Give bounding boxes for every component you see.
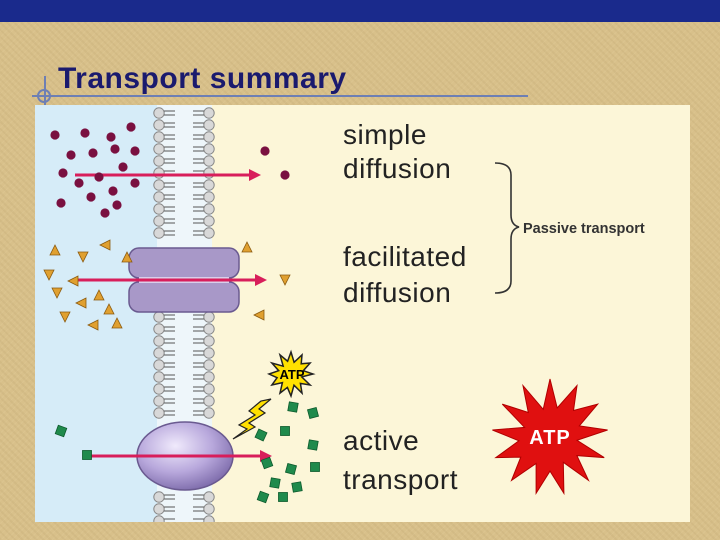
- lipid-head-inner: [204, 204, 214, 214]
- lipid-head-inner: [204, 372, 214, 382]
- molecule-simple: [100, 208, 109, 217]
- lipid-head-outer: [154, 132, 164, 142]
- molecule-active: [285, 463, 296, 474]
- lipid-head-outer: [154, 372, 164, 382]
- molecule-simple: [86, 192, 95, 201]
- lipid-head-outer: [154, 516, 164, 522]
- molecule-simple: [280, 170, 289, 179]
- molecule-simple: [130, 178, 139, 187]
- lipid-head-inner: [204, 168, 214, 178]
- lipid-head-outer: [154, 324, 164, 334]
- lipid-head-outer: [154, 396, 164, 406]
- facilitated-diffusion-label-2: diffusion: [343, 277, 451, 308]
- lipid-head-outer: [154, 216, 164, 226]
- transport-diagram-svg: ATP simple diffusion facilitated diffusi…: [35, 105, 690, 522]
- lipid-head-outer: [154, 336, 164, 346]
- lipid-head-outer: [154, 312, 164, 322]
- passive-transport-label: Passive transport: [523, 221, 645, 237]
- lipid-head-outer: [154, 408, 164, 418]
- lipid-head-inner: [204, 396, 214, 406]
- lipid-head-outer: [154, 348, 164, 358]
- lipid-head-inner: [204, 408, 214, 418]
- lipid-head-inner: [204, 336, 214, 346]
- lipid-head-outer: [154, 180, 164, 190]
- lipid-head-outer: [154, 384, 164, 394]
- molecule-active: [311, 463, 320, 472]
- simple-diffusion-label-1: simple: [343, 119, 427, 150]
- molecule-simple: [50, 130, 59, 139]
- atp-large-label: ATP: [529, 427, 571, 449]
- lipid-head-inner: [204, 360, 214, 370]
- lipid-head-inner: [204, 324, 214, 334]
- lipid-head-inner: [204, 492, 214, 502]
- active-transport-label-2: transport: [343, 464, 458, 495]
- molecule-active: [307, 407, 318, 418]
- lipid-head-outer: [154, 168, 164, 178]
- molecule-simple: [130, 146, 139, 155]
- lipid-head-inner: [204, 108, 214, 118]
- molecule-simple: [58, 168, 67, 177]
- lipid-head-outer: [154, 192, 164, 202]
- molecule-simple: [260, 146, 269, 155]
- lipid-head-outer: [154, 144, 164, 154]
- lipid-head-inner: [204, 180, 214, 190]
- lipid-head-outer: [154, 492, 164, 502]
- lipid-head-inner: [204, 348, 214, 358]
- molecule-simple: [112, 200, 121, 209]
- lipid-head-inner: [204, 384, 214, 394]
- molecule-simple: [108, 186, 117, 195]
- lipid-head-outer: [154, 504, 164, 514]
- slide-title: Transport summary: [58, 62, 347, 96]
- facilitated-diffusion-label-1: facilitated: [343, 241, 467, 272]
- molecule-active: [292, 482, 302, 492]
- lipid-head-inner: [204, 144, 214, 154]
- molecule-active: [308, 440, 318, 450]
- lipid-head-outer: [154, 120, 164, 130]
- lipid-head-inner: [204, 156, 214, 166]
- lipid-head-inner: [204, 516, 214, 522]
- molecule-simple: [106, 132, 115, 141]
- title-underline: [32, 95, 528, 97]
- molecule-simple: [110, 144, 119, 153]
- simple-diffusion-label-2: diffusion: [343, 153, 451, 184]
- molecule-simple: [66, 150, 75, 159]
- molecule-active: [288, 402, 298, 412]
- lipid-head-outer: [154, 228, 164, 238]
- molecule-simple: [56, 198, 65, 207]
- lipid-head-inner: [204, 132, 214, 142]
- lipid-head-outer: [154, 360, 164, 370]
- molecule-simple: [126, 122, 135, 131]
- molecule-simple: [118, 162, 127, 171]
- lipid-head-inner: [204, 504, 214, 514]
- molecule-simple: [80, 128, 89, 137]
- lipid-head-inner: [204, 216, 214, 226]
- lipid-head-outer: [154, 156, 164, 166]
- molecule-simple: [88, 148, 97, 157]
- lipid-head-inner: [204, 120, 214, 130]
- active-transport-label-1: active: [343, 425, 419, 456]
- transport-diagram: ATP simple diffusion facilitated diffusi…: [35, 105, 690, 522]
- molecule-active: [279, 493, 288, 502]
- molecule-active: [83, 451, 92, 460]
- top-bar: [0, 0, 720, 22]
- lipid-head-inner: [204, 228, 214, 238]
- molecule-active: [270, 478, 280, 488]
- lipid-head-inner: [204, 312, 214, 322]
- molecule-simple: [74, 178, 83, 187]
- lipid-head-outer: [154, 204, 164, 214]
- molecule-simple: [94, 172, 103, 181]
- lipid-head-inner: [204, 192, 214, 202]
- lipid-head-outer: [154, 108, 164, 118]
- atp-small-label: ATP: [279, 367, 304, 382]
- molecule-active: [281, 427, 290, 436]
